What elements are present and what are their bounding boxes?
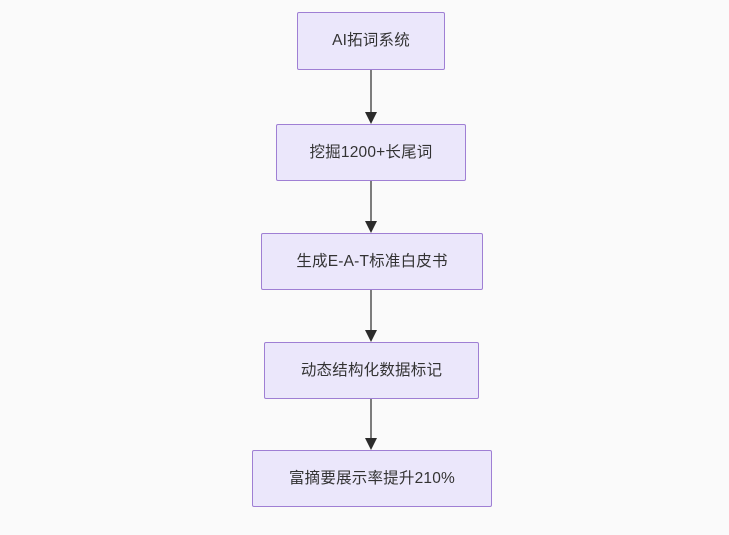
flowchart-node-label: 生成E-A-T标准白皮书 — [296, 252, 448, 270]
flowchart-node-n3[interactable]: 生成E-A-T标准白皮书 — [261, 233, 483, 290]
flowchart-node-n5[interactable]: 富摘要展示率提升210% — [252, 450, 492, 507]
arrowhead-icon — [365, 330, 377, 342]
flowchart-node-n1[interactable]: AI拓词系统 — [297, 12, 445, 70]
arrowhead-icon — [365, 221, 377, 233]
flowchart-node-n2[interactable]: 挖掘1200+长尾词 — [276, 124, 466, 181]
flowchart-node-n4[interactable]: 动态结构化数据标记 — [264, 342, 479, 399]
flowchart-edge-n1-n2 — [365, 70, 377, 124]
arrowhead-icon — [365, 112, 377, 124]
flowchart-node-label: 动态结构化数据标记 — [300, 361, 443, 379]
flowchart-edge-n4-n5 — [365, 399, 377, 450]
flowchart-edge-n2-n3 — [365, 181, 377, 233]
arrowhead-icon — [365, 438, 377, 450]
flowchart-edge-n3-n4 — [365, 290, 377, 342]
flowchart-node-label: 挖掘1200+长尾词 — [309, 143, 433, 161]
flowchart-node-label: AI拓词系统 — [332, 32, 410, 50]
flowchart-node-label: 富摘要展示率提升210% — [288, 469, 456, 487]
